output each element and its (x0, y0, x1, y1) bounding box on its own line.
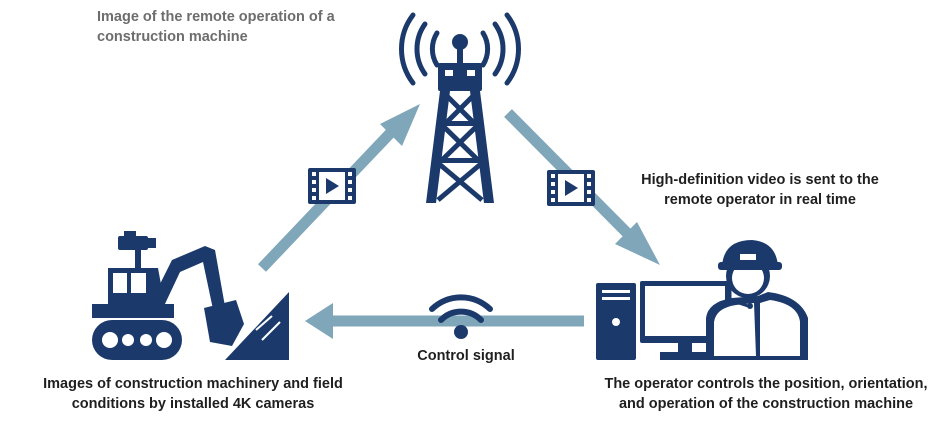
title-line-1: Image of the remote operation of a (97, 9, 335, 25)
machine-caption: Images of construction machinery and fie… (18, 374, 368, 414)
excavator-icon (92, 231, 289, 360)
operator-caption-line-2: and operation of the construction machin… (618, 396, 914, 412)
arrow-operator-to-machine (305, 303, 584, 339)
control-signal-label: Control signal (417, 348, 515, 364)
wifi-signal-icon (429, 294, 493, 339)
video-caption-line-1: High-definition video is sent to the (641, 172, 879, 188)
video-caption-line-2: remote operator in real time (664, 192, 856, 208)
radio-tower-icon (399, 12, 521, 203)
diagram-title: Image of the remote operation of a const… (97, 7, 335, 47)
camera-icon (118, 231, 156, 250)
video-caption: High-definition video is sent to the rem… (605, 170, 915, 210)
video-play-icon (308, 168, 356, 204)
operator-caption-line-1: The operator controls the position, orie… (604, 376, 928, 392)
title-line-2: construction machine (97, 29, 248, 45)
operator-icon (706, 240, 808, 360)
video-play-icon (547, 170, 595, 206)
machine-caption-line-2: conditions by installed 4K cameras (71, 396, 315, 412)
operator-caption: The operator controls the position, orie… (592, 374, 940, 414)
machine-caption-line-1: Images of construction machinery and fie… (43, 376, 343, 392)
